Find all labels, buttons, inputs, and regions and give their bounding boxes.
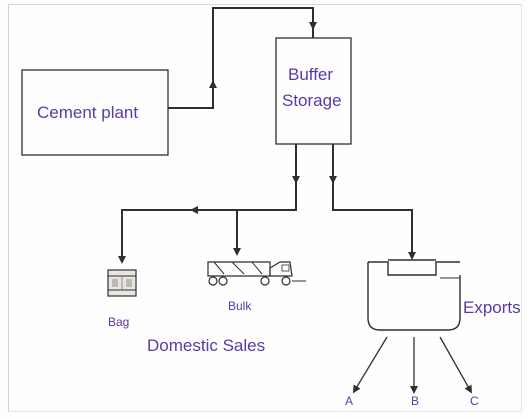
plant-to-buffer-arrow [209,80,217,88]
export-a-label: A [345,395,353,408]
export-line-a [355,337,387,390]
buffer-to-domestic-line [122,144,296,258]
export-b-label: B [411,395,419,408]
bulk-truck-icon [208,262,306,285]
bag-icon [108,270,136,296]
buffer-to-exports-line [333,144,412,255]
cement-plant-label: Cement plant [37,104,138,123]
exports-label: Exports [463,299,521,318]
buffer-to-exports-arrow-down [329,176,337,184]
bag-arrow [118,256,126,264]
bulk-label: Bulk [228,300,251,313]
bag-label: Bag [108,316,129,329]
export-c-label: C [470,395,479,408]
buffer-storage-label-line2: Storage [282,92,342,111]
exports-arrow [408,252,416,260]
buffer-top-arrow [309,22,317,30]
export-vessel-icon [368,260,460,330]
buffer-storage-label-line1: Buffer [288,66,333,85]
domestic-sales-label: Domestic Sales [147,337,265,356]
domestic-left-arrow [190,206,198,214]
buffer-to-domestic-arrow-down [292,176,300,184]
bulk-arrow [233,248,241,256]
export-line-c [440,337,470,390]
